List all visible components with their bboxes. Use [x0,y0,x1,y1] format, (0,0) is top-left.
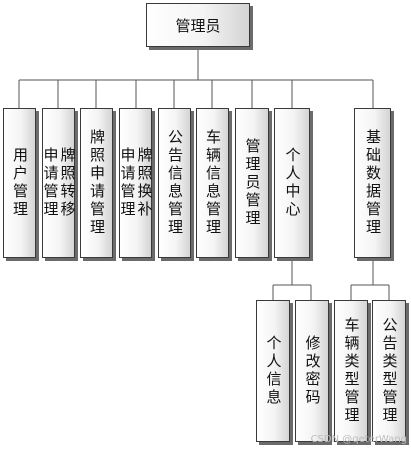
node-admin-management: 管理员管理 [235,108,269,258]
node-label: 基础数据管理 [364,129,382,237]
node-label: 个人中心 [283,147,302,219]
node-plate-application-management: 牌照申请管理 [80,108,113,258]
node-label-line-2: 申请管理 [118,147,137,219]
node-label: 公告信息管理 [166,129,184,237]
node-user-management: 用户管理 [3,108,36,258]
node-personal-info: 个人信息 [256,300,290,442]
node-label: 车辆信息管理 [204,129,222,237]
node-label: 管理员 [175,16,221,35]
node-label-group: 牌照转移 申请管理 [41,147,77,219]
node-announcement-type-management: 公告类型管理 [372,300,406,442]
watermark: CSDN @qeterWang [310,434,407,445]
node-label: 用户管理 [11,147,29,219]
node-vehicle-type-management: 车辆类型管理 [334,300,368,442]
node-label: 牌照申请管理 [88,129,106,237]
node-vehicle-info-management: 车辆信息管理 [196,108,229,258]
node-label: 个人信息 [264,335,283,407]
node-label-line-2: 申请管理 [41,147,60,219]
node-change-password: 修改密码 [295,300,329,442]
node-label: 车辆类型管理 [342,317,361,425]
node-personal-center: 个人中心 [274,108,310,258]
node-label: 管理员管理 [243,138,262,228]
node-label-group: 牌照换补 申请管理 [118,147,154,219]
node-plate-replacement-application-management: 牌照换补 申请管理 [118,108,154,258]
node-plate-transfer-application-management: 牌照转移 申请管理 [41,108,77,258]
node-basic-data-management: 基础数据管理 [354,108,391,258]
node-label-line-1: 牌照换补 [135,147,154,219]
node-label-line-1: 牌照转移 [58,147,77,219]
node-admin-root: 管理员 [146,3,250,47]
node-label: 公告类型管理 [380,317,399,425]
node-announcement-info-management: 公告信息管理 [158,108,191,258]
node-label: 修改密码 [303,335,322,407]
